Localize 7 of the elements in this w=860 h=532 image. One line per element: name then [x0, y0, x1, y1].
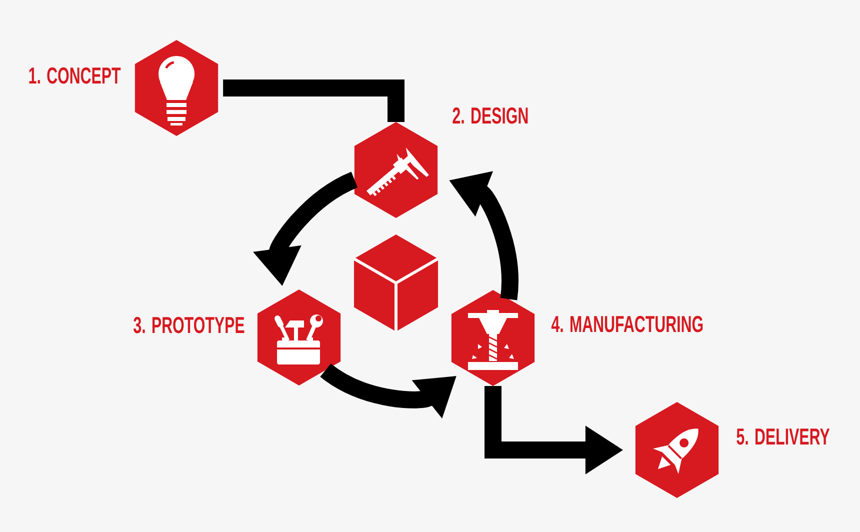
step-label: 2. DESIGN	[452, 107, 528, 124]
connector-line	[223, 80, 404, 122]
step-label: 3. PROTOTYPE	[134, 316, 244, 334]
step-label: 1. CONCEPT	[29, 67, 121, 84]
step-label: 5. DELIVERY	[736, 428, 830, 445]
step-label: 4. MANUFACTURING	[551, 316, 703, 332]
cube	[352, 234, 440, 333]
